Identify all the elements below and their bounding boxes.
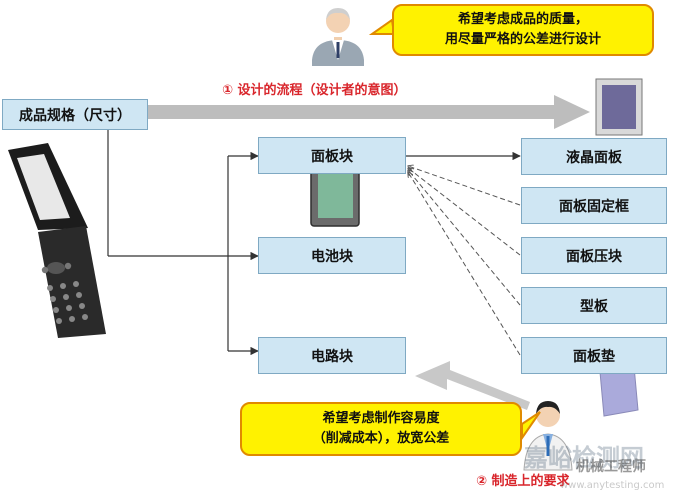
panel-module-illustration	[310, 167, 360, 227]
lcd-panel-box: 液晶面板	[521, 138, 667, 175]
watermark-sub: 机械工程师	[576, 459, 646, 475]
panel-pad-box: 面板垫	[521, 337, 667, 374]
product-spec-box: 成品规格（尺寸）	[2, 99, 148, 130]
watermark-url: www.anytesting.com	[560, 480, 665, 491]
manufacturing-requirement-label: ② 制造上的要求	[476, 474, 570, 489]
watermark-main: 嘉峪检测网	[524, 444, 644, 472]
circuit-block-box: 电路块	[258, 337, 406, 374]
designer-bubble-line2: 用尽量严格的公差进行设计	[444, 32, 601, 47]
manufacturer-bubble-line1: 希望考虑制作容易度	[322, 411, 440, 426]
battery-block-box: 电池块	[258, 237, 406, 274]
mold-plate-box: 型板	[521, 287, 667, 324]
manufacturer-bubble-line2: （削减成本），放宽公差	[312, 431, 450, 446]
designer-bubble-tail	[368, 18, 396, 35]
flip-phone-illustration	[8, 143, 106, 338]
designer-person-icon	[312, 8, 364, 66]
manufacturing-arrow	[415, 361, 530, 410]
panel-block-box: 面板块	[258, 137, 406, 174]
manufacturer-speech-bubble: 希望考虑制作容易度 （削减成本），放宽公差	[240, 402, 522, 456]
designer-speech-bubble: 希望考虑成品的质量， 用尽量严格的公差进行设计	[392, 4, 654, 56]
designer-bubble-line1: 希望考虑成品的质量，	[457, 12, 588, 27]
panel-fixing-frame-box: 面板固定框	[521, 187, 667, 224]
manufacturer-person-icon	[523, 401, 573, 471]
panel-press-block-box: 面板压块	[521, 237, 667, 274]
manufacturer-bubble-tail	[521, 411, 541, 442]
design-flow-label: ① 设计的流程（设计者的意图）	[222, 83, 407, 98]
spec-connector-lines	[107, 128, 521, 356]
design-flow-arrow	[148, 95, 590, 129]
part-dashed-arrows	[408, 166, 521, 356]
lcd-panel-illustration	[595, 78, 643, 136]
